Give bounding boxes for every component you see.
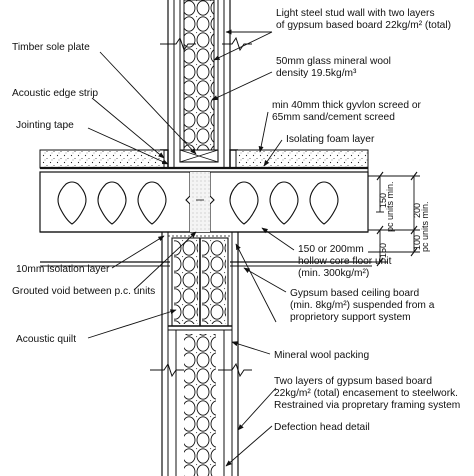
isolating-foam-label: Isolating foam layer xyxy=(286,134,375,145)
core-void xyxy=(137,181,167,225)
floor-slab xyxy=(39,149,372,267)
isolation-layer-label: 10mm isolation layer xyxy=(16,264,110,275)
leader-lines xyxy=(87,29,295,467)
encasement-label-line2: 22kg/m² (total) encasement to steelwork. xyxy=(274,388,458,399)
screed-right xyxy=(235,149,369,169)
acoustic-edge-strip-label: Acoustic edge strip xyxy=(12,88,98,99)
ceiling-board-label-line2: (min. 8kg/m²) suspended from a xyxy=(290,300,435,311)
dim-100-bottom: 100 xyxy=(412,235,422,250)
acoustic-quilt xyxy=(174,240,198,324)
dim-150-bottom: 150 xyxy=(378,243,388,258)
dim-200-top: 200 xyxy=(412,203,422,218)
hollow-core-label-line1: 150 or 200mm xyxy=(298,244,364,255)
acoustic-quilt-label: Acoustic quilt xyxy=(16,334,76,345)
upper-stud-wall xyxy=(160,0,252,168)
core-void xyxy=(269,181,299,225)
glass-wool-label-line1: 50mm glass mineral wool xyxy=(276,56,391,67)
screed-left xyxy=(39,149,165,169)
core-void xyxy=(97,181,127,225)
core-void xyxy=(229,181,259,225)
grouted-void-label: Grouted void between p.c. units xyxy=(12,286,155,297)
grouted-void xyxy=(190,172,210,232)
encasement-label-line1: Two layers of gypsum based board xyxy=(274,376,432,387)
dim-pc-units-right: pc units min. xyxy=(420,201,430,252)
dim-pc-units-left: pc units min. xyxy=(385,181,395,232)
hollow-core-label-line2: hollow core floor unit xyxy=(298,256,392,267)
ceiling-board-label-line1: Gypsum based ceiling board xyxy=(290,288,419,299)
upper-mineral-wool xyxy=(183,0,215,151)
jointing-tape-label: Jointing tape xyxy=(16,120,74,131)
stud-wall-label-line2: of gypsum based board 22kg/m² (total) xyxy=(276,20,451,31)
lower-encasement xyxy=(150,232,252,476)
lower-mineral-wool xyxy=(184,334,216,476)
ceiling-board-label-line3: proprietory support system xyxy=(290,312,411,323)
timber-sole-plate-label: Timber sole plate xyxy=(12,42,90,53)
mineral-wool-packing-label: Mineral wool packing xyxy=(274,350,369,361)
hollow-core-label-line3: (min. 300kg/m²) xyxy=(298,268,369,279)
core-void xyxy=(309,181,339,225)
annotations: Light steel stud wall with two layers of… xyxy=(12,8,460,433)
encasement-label-line3: Restrained via propretary framing system xyxy=(274,400,460,411)
screed-label-line1: min 40mm thick gyvlon screed or xyxy=(272,100,422,111)
dimension-lines xyxy=(368,171,420,267)
glass-wool-label-line2: density 19.5kg/m³ xyxy=(276,68,357,79)
dim-150-top: 150 xyxy=(378,193,388,208)
screed-label-line2: 65mm sand/cement screed xyxy=(272,112,395,123)
core-void xyxy=(57,181,87,225)
deflection-head-label: Defection head detail xyxy=(274,422,370,433)
stud-wall-label-line1: Light steel stud wall with two layers xyxy=(276,8,435,19)
